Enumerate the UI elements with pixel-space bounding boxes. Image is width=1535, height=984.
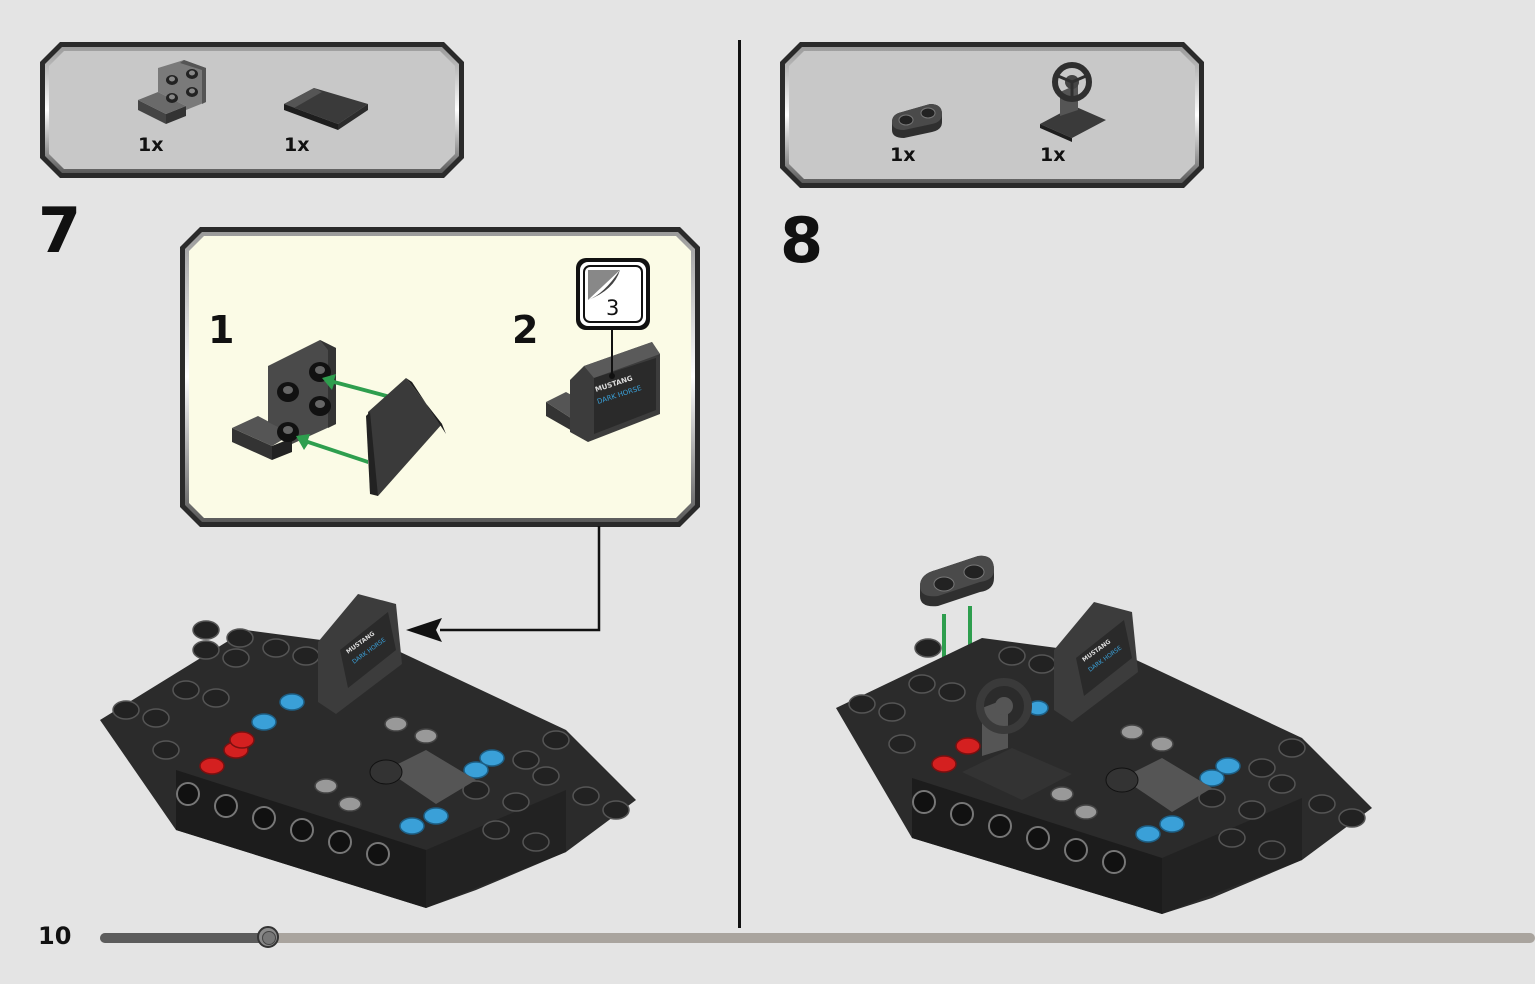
step8-part1-qty: 1x	[890, 144, 916, 166]
step7-parts-callout	[40, 42, 464, 178]
slope-tile-icon	[284, 88, 368, 130]
substep-2-number: 2	[512, 308, 539, 352]
step7-main-model: MUSTANG DARK HORSE	[100, 594, 636, 908]
plate-2x1-rounded-icon	[892, 104, 942, 138]
step7-part2-qty: 1x	[284, 134, 310, 156]
sticker-callout-icon	[576, 258, 650, 330]
substep2-bracket-sticker-icon: MUSTANG DARK HORSE	[546, 330, 660, 442]
progress-fill	[100, 933, 268, 943]
substep-1-number: 1	[208, 308, 235, 352]
step8-main-model: MUSTANG DARK HORSE	[836, 555, 1372, 914]
substep1-bracket-icon	[232, 340, 446, 496]
callout-leader-arrow	[406, 526, 601, 642]
step7-part1-qty: 1x	[138, 134, 164, 156]
steering-wheel-icon	[1040, 62, 1106, 142]
step7-number: 7	[38, 194, 82, 267]
step8-part2-qty: 1x	[1040, 144, 1066, 166]
progress-track	[100, 933, 1535, 943]
progress-knob[interactable]	[257, 926, 279, 948]
step8-number: 8	[780, 204, 824, 277]
bracket-plate-icon	[138, 60, 206, 124]
step8-parts-callout	[780, 42, 1204, 188]
page-number: 10	[38, 922, 72, 950]
step-divider	[738, 40, 741, 928]
step7-subassembly-box	[180, 227, 700, 527]
sticker-number: 3	[606, 296, 620, 320]
